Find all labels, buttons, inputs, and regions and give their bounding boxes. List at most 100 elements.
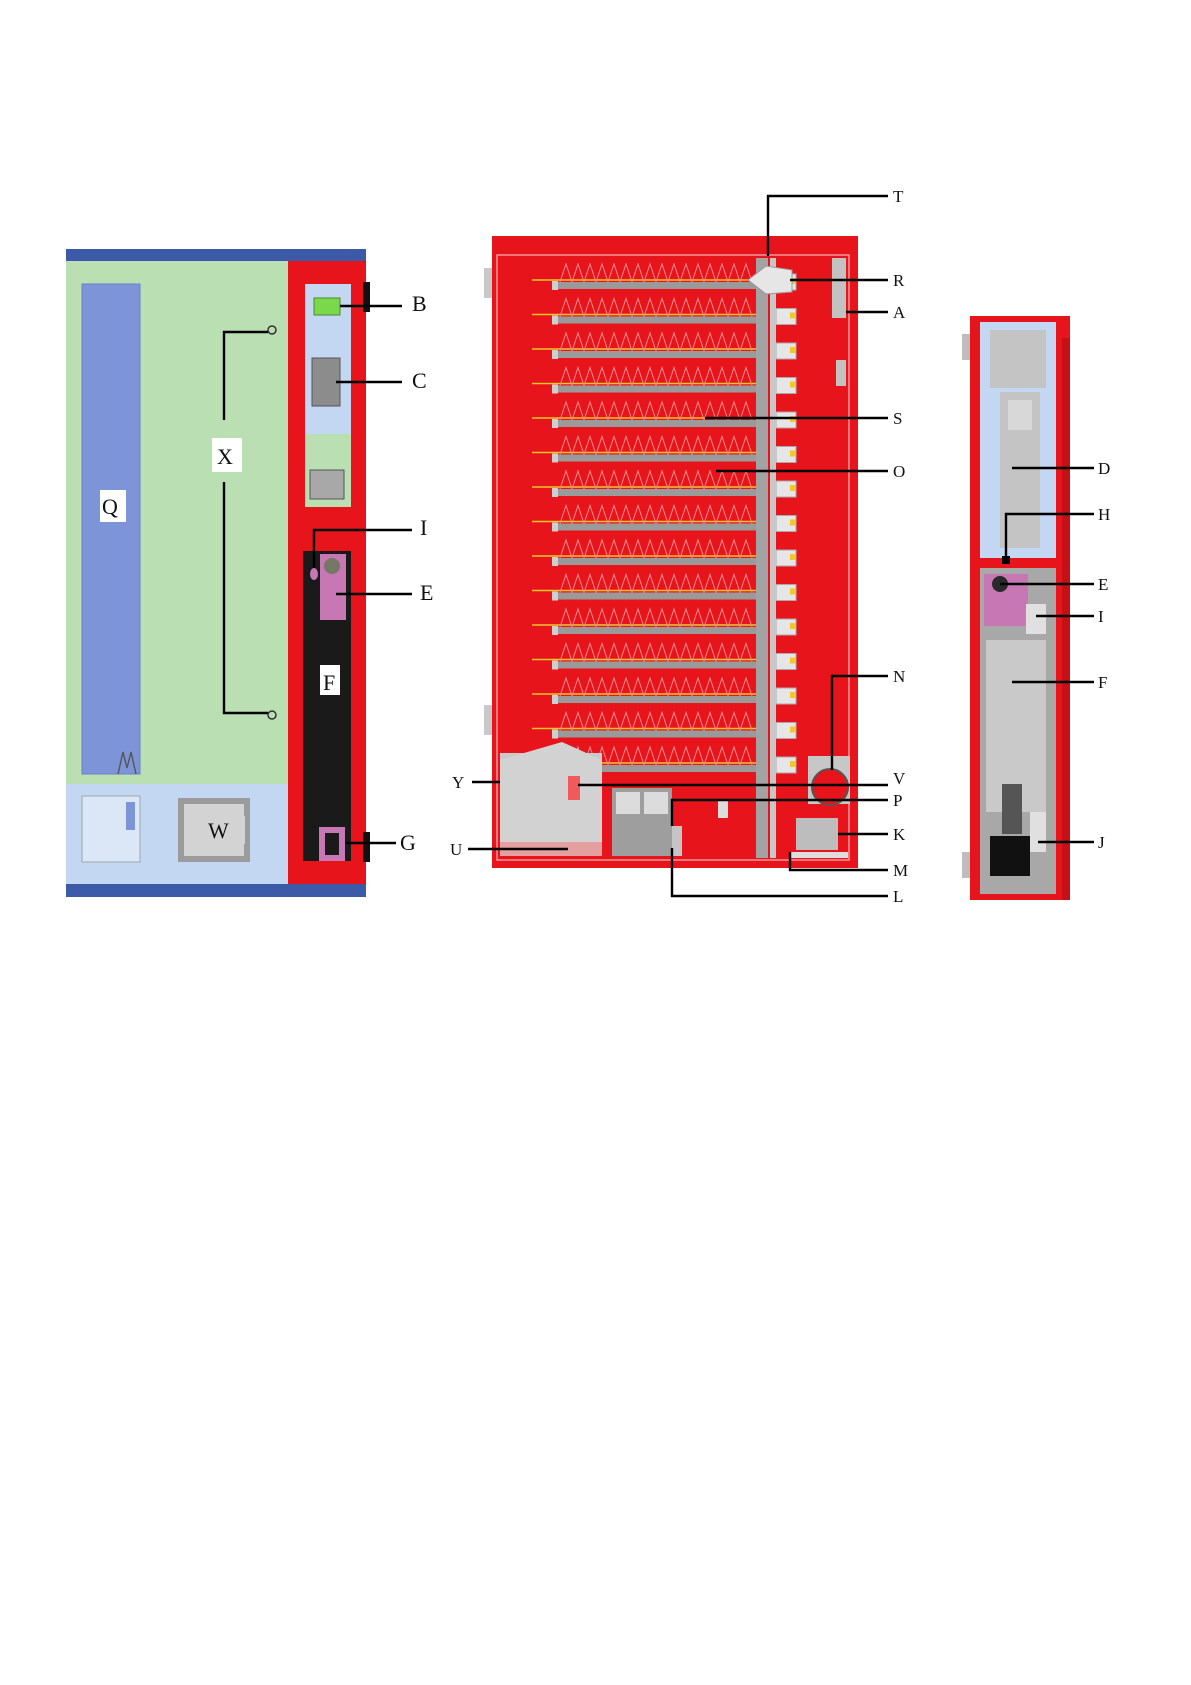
unit-k [796, 818, 838, 850]
label-n: N [893, 667, 905, 686]
side-hinge-top [962, 334, 970, 360]
unit-p-top [616, 792, 640, 814]
shelf-rod [556, 420, 756, 427]
label-e-left: E [420, 580, 433, 605]
shelf-rod-cap [552, 523, 558, 532]
shelf-rod [556, 731, 756, 738]
shelf-motor-indicator [790, 451, 796, 457]
label-y: Y [452, 773, 464, 792]
shelf-rod [556, 627, 756, 634]
shelf-rod-cap [552, 454, 558, 463]
label-f-left: F [323, 670, 335, 695]
shelf-motor-indicator [790, 692, 796, 698]
shelf-rod-cap [552, 419, 558, 428]
interior-hinge-bottom [484, 705, 492, 735]
shelf-rod-cap [552, 661, 558, 670]
shelf-rod [556, 662, 756, 669]
shelf-motor-indicator [790, 382, 796, 388]
bucket-j-side [1030, 812, 1046, 852]
shelf-rod-cap [552, 385, 558, 394]
control-panel-lower-box [310, 470, 344, 499]
shelf-motor-indicator [790, 761, 796, 767]
h-marker [1002, 556, 1010, 564]
button-b [314, 298, 340, 315]
label-k: K [893, 825, 906, 844]
shelf-rod [556, 558, 756, 565]
module-v [568, 776, 580, 800]
shelf-rod [556, 317, 756, 324]
bill-module-coin [324, 558, 340, 574]
shelf-rod-cap [552, 730, 558, 739]
shelf-rod-cap [552, 488, 558, 497]
interior-hinge-top [484, 268, 492, 298]
shelf-rod [556, 524, 756, 531]
label-w: W [208, 818, 229, 843]
bucket-j [990, 836, 1030, 876]
keypad-c [312, 358, 340, 406]
shelf-motor-indicator [790, 589, 796, 595]
label-r: R [893, 271, 905, 290]
label-o: O [893, 462, 905, 481]
shelf-rod-cap [552, 626, 558, 635]
label-j: J [1098, 833, 1105, 852]
label-x: X [217, 444, 233, 469]
mechanism-a-lower [836, 360, 846, 386]
label-p: P [893, 791, 902, 810]
shelf-motor-indicator [790, 313, 796, 319]
label-f-right: F [1098, 673, 1107, 692]
side-frame-edge [1062, 338, 1070, 900]
label-t: T [893, 187, 904, 206]
shelf-motor-indicator [790, 658, 796, 664]
shelf-rod [556, 489, 756, 496]
shelf-motor-indicator [790, 520, 796, 526]
shelf-motor-indicator [790, 485, 796, 491]
shelf-motor-indicator [790, 623, 796, 629]
front-bottom-bar [66, 884, 366, 897]
delivery-box-marker [126, 802, 135, 830]
module-i-side [1026, 604, 1046, 634]
small-part [718, 800, 728, 818]
label-u: U [450, 840, 462, 859]
unit-l [672, 826, 682, 856]
shelf-motor-indicator [790, 554, 796, 560]
shelf-rod-cap [552, 557, 558, 566]
interior-view: T R A S O N V P K M L Y U [450, 187, 908, 906]
shelf-rod [556, 455, 756, 462]
label-q: Q [102, 494, 118, 519]
bucket-j-stand [1002, 784, 1022, 834]
label-d: D [1098, 459, 1110, 478]
shelf-rod [556, 696, 756, 703]
panel-d-top-box [990, 330, 1046, 388]
elevator-column [756, 258, 768, 858]
bin-y-slope [500, 742, 602, 856]
label-c: C [412, 368, 427, 393]
label-s: S [893, 409, 902, 428]
shelf-rod-cap [552, 350, 558, 359]
shelf-rod-cap [552, 695, 558, 704]
mechanism-a [832, 258, 846, 318]
label-v: V [893, 769, 906, 788]
label-g: G [400, 830, 416, 855]
label-m: M [893, 861, 908, 880]
shelf-motor-indicator [790, 727, 796, 733]
label-a: A [893, 303, 906, 322]
front-view: B C X Q I E F W G [66, 249, 433, 897]
shelf-rod-cap [552, 281, 558, 290]
panel-d-column-inner [1008, 400, 1032, 430]
shelf-rod-cap [552, 592, 558, 601]
shelf-rod [556, 282, 756, 289]
label-i-left: I [420, 515, 427, 540]
module-g-inner [325, 833, 339, 855]
display-strip-q [82, 284, 140, 774]
shelf-motor-indicator [790, 347, 796, 353]
shelf-rod-cap [552, 316, 558, 325]
label-l: L [893, 887, 903, 906]
label-i-right: I [1098, 607, 1104, 626]
unit-p-top2 [644, 792, 668, 814]
side-hinge-bottom [962, 852, 970, 878]
shelf-rod [556, 351, 756, 358]
label-b: B [412, 291, 427, 316]
hinge-bottom [363, 832, 370, 862]
hinge-top [363, 282, 370, 312]
